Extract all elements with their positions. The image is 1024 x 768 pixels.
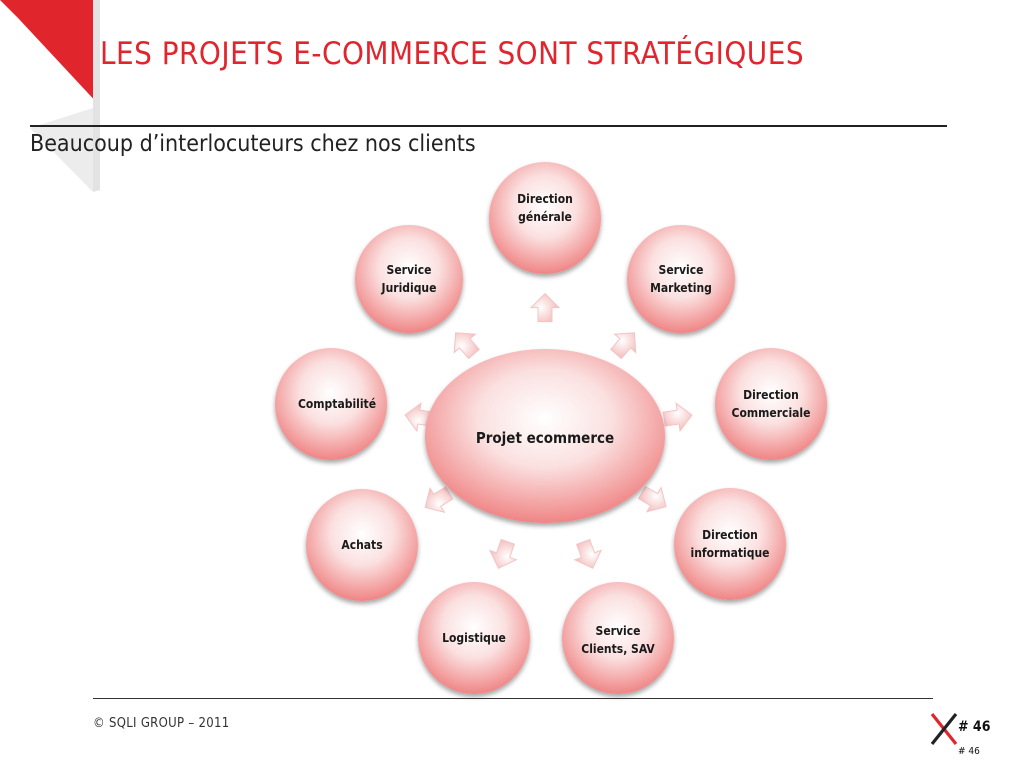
connector-arrow	[662, 402, 693, 433]
node-bubble	[489, 162, 601, 274]
connector-arrow	[488, 538, 518, 569]
page-number-small: # 46	[958, 746, 980, 757]
node-label: Comptabilité	[297, 397, 377, 411]
node-label: Service Juridique	[381, 263, 437, 295]
corner-grey-bar	[93, 0, 100, 192]
node-bubble	[627, 225, 735, 333]
connector-arrow	[453, 332, 480, 360]
node-bubble	[306, 489, 418, 601]
node-label: Direction générale	[517, 192, 573, 224]
center-bubble	[425, 349, 665, 523]
node-bubble	[674, 488, 786, 600]
connector-arrow	[424, 486, 454, 514]
connector-arrow	[610, 332, 637, 360]
connector-arrow	[529, 292, 561, 323]
node-bubble	[418, 582, 530, 694]
node-label: Achats	[341, 538, 383, 552]
page-title: LES PROJETS E-COMMERCE SONT STRATÉGIQUES	[100, 36, 805, 72]
title-divider	[30, 125, 947, 127]
corner-red-triangle	[18, 0, 100, 106]
sqli-x-logo	[930, 713, 958, 745]
corner-decoration	[0, 0, 100, 192]
corner-grey-triangle	[30, 108, 93, 192]
node-label: Direction Commerciale	[731, 388, 811, 420]
page-number: # 46	[958, 719, 991, 735]
connector-arrow	[573, 538, 603, 569]
node-label: Service Clients, SAV	[581, 624, 655, 656]
page-subtitle: Beaucoup d’interlocuteurs chez nos clien…	[30, 131, 476, 157]
node-label: Direction informatique	[690, 528, 770, 560]
node-bubble	[715, 348, 827, 460]
node-label: Logistique	[442, 631, 506, 645]
footer-divider	[93, 698, 933, 699]
connector-arrow	[637, 485, 667, 513]
node-bubble	[275, 348, 387, 460]
node-label: Service Marketing	[650, 263, 712, 295]
node-bubble	[355, 225, 463, 333]
node-bubble	[562, 582, 674, 694]
center-label: Projet ecommerce	[475, 429, 615, 447]
copyright-text: © SQLI GROUP – 2011	[93, 716, 230, 731]
corner-red-strip	[0, 0, 18, 18]
